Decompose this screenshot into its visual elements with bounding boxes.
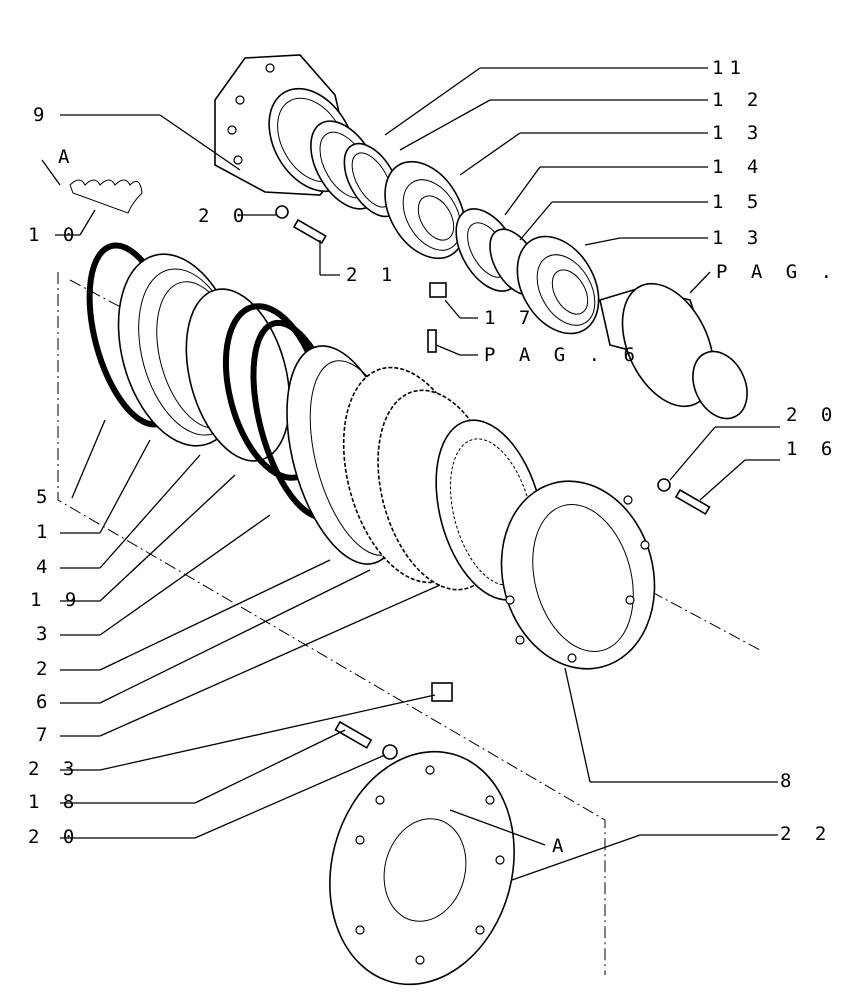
fitting-pag6 — [427, 329, 437, 353]
plug-17 — [429, 282, 447, 298]
bolt-16 — [674, 488, 711, 516]
callout-19: 1 9 — [30, 589, 82, 611]
callout-21: 2 1 — [346, 264, 398, 286]
callout-1: 1 — [36, 521, 53, 543]
callout-20c: 2 0 — [28, 826, 80, 848]
bearing-13a — [384, 160, 466, 260]
callout-12: 1 2 — [712, 89, 764, 111]
bearing-13b — [516, 235, 600, 335]
callout-18: 1 8 — [28, 791, 80, 813]
spring — [69, 179, 143, 214]
callout-15: 1 5 — [712, 191, 764, 213]
bolt-18 — [334, 720, 373, 749]
callout-10: 1 0 — [28, 224, 80, 246]
callout-pag4: P A G . 4 — [716, 261, 848, 283]
callout-5: 5 — [36, 486, 53, 508]
callout-13a: 1 3 — [712, 122, 764, 144]
callout-a2: A — [552, 835, 569, 857]
callout-17: 1 7 — [484, 307, 536, 329]
callout-8: 8 — [780, 770, 797, 792]
callout-2: 2 — [36, 658, 53, 680]
callout-9: 9 — [33, 104, 50, 126]
callout-7: 7 — [36, 724, 53, 746]
callout-3: 3 — [36, 623, 53, 645]
callout-pag6: P A G . 6 — [484, 344, 641, 366]
plug-23 — [431, 682, 453, 702]
wheel-shaft — [599, 282, 748, 420]
callout-a1: A — [58, 146, 75, 168]
callout-20a: 2 0 — [198, 205, 250, 227]
leader-lines — [41, 67, 780, 881]
bolt-21 — [292, 218, 327, 245]
washer-20c — [382, 744, 398, 760]
callout-13b: 1 3 — [712, 227, 764, 249]
washer-20b — [657, 478, 671, 492]
callout-16: 1 6 — [786, 438, 838, 460]
callout-22: 2 2 — [780, 823, 832, 845]
callout-14: 1 4 — [712, 156, 764, 178]
brake-disc-22 — [329, 750, 515, 986]
callout-23: 2 3 — [28, 758, 80, 780]
section-outline — [57, 272, 606, 975]
callout-6: 6 — [36, 691, 53, 713]
callout-20b: 2 0 — [786, 404, 838, 426]
cover-flange-8 — [500, 480, 656, 670]
callout-4: 4 — [36, 556, 53, 578]
callout-11: 11 — [712, 57, 747, 79]
washer-20a — [275, 205, 289, 219]
callout-labels: 11 1 2 1 3 1 4 1 5 1 3 P A G . 4 9 A 1 0… — [28, 57, 848, 857]
